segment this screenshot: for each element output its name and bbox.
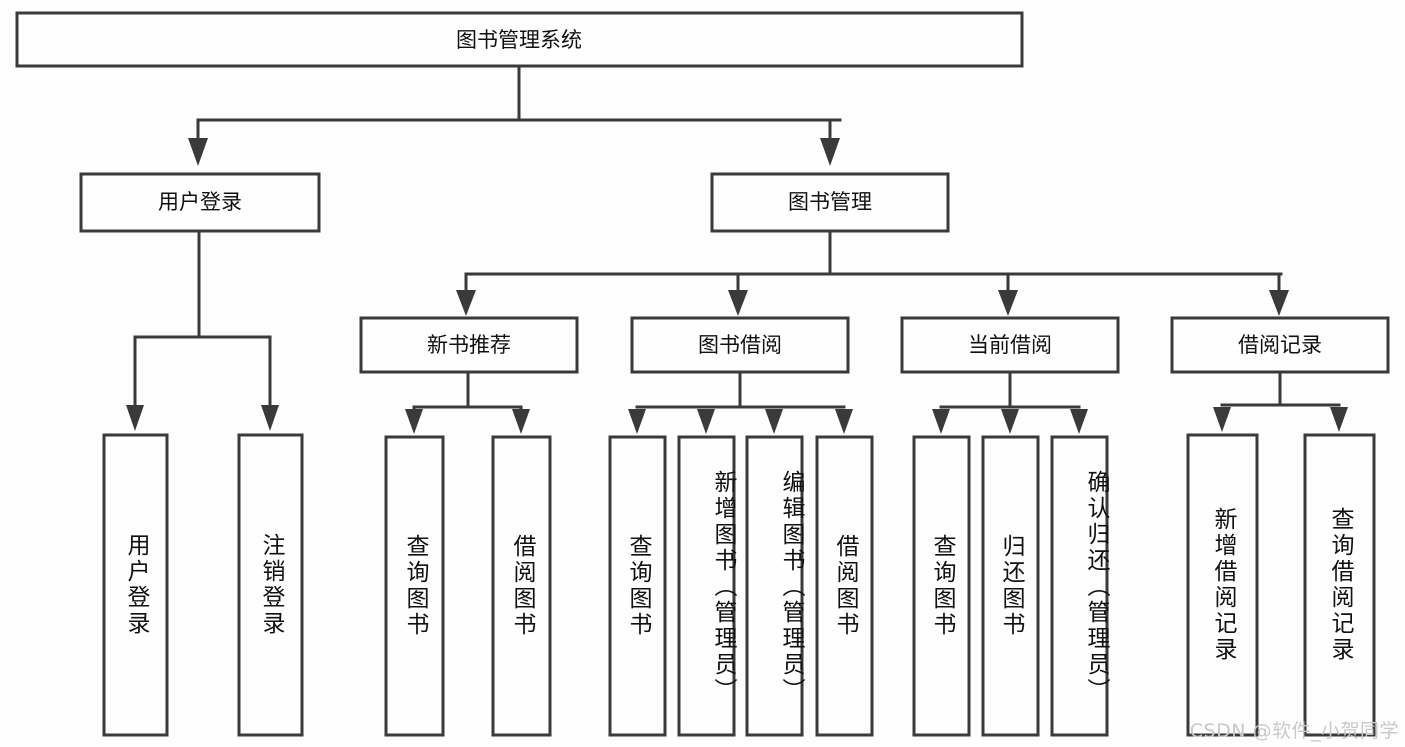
arrow-head-book-manage bbox=[820, 138, 840, 166]
node-box-book-manage[interactable] bbox=[710, 172, 950, 233]
node-box-current-borrow[interactable] bbox=[900, 316, 1120, 374]
leaf-box-ul-1[interactable] bbox=[102, 433, 169, 737]
csdn-watermark: CSDN @软件_小贺同学 bbox=[1189, 720, 1399, 742]
node-box-root[interactable] bbox=[15, 11, 1024, 68]
leaf-box-cb-1[interactable] bbox=[912, 435, 971, 737]
node-label-root: 图书管理系统 bbox=[456, 28, 582, 52]
arrow-head-leaf-ul-1 bbox=[126, 405, 144, 431]
arrow-head-leaf-nb-2 bbox=[512, 409, 530, 434]
leaf-box-nb-1[interactable] bbox=[384, 435, 445, 737]
leaf-box-bb-2[interactable] bbox=[677, 435, 736, 737]
leaf-box-bb-3[interactable] bbox=[745, 435, 804, 737]
connector-group-root-to-level2 bbox=[188, 64, 842, 166]
arrow-head-leaf-ul-2 bbox=[261, 405, 279, 431]
node-box-user-login[interactable] bbox=[79, 172, 321, 233]
leaf-box-bb-4[interactable] bbox=[815, 435, 874, 737]
arrow-head-book-borrow bbox=[728, 290, 748, 316]
node-label-current-borrow: 当前借阅 bbox=[968, 333, 1052, 357]
connector-group-current-borrow-to-leaves bbox=[932, 371, 1088, 434]
arrow-head-leaf-bb-3 bbox=[765, 409, 783, 434]
node-box-borrow-record[interactable] bbox=[1170, 316, 1390, 374]
node-label-new-book-recommend: 新书推荐 bbox=[427, 333, 511, 357]
connector-group-borrow-record-to-leaves bbox=[1213, 371, 1348, 432]
node-box-new-book-recommend[interactable] bbox=[359, 316, 579, 374]
connector-group-book-manage-to-level3 bbox=[456, 230, 1289, 316]
node-label-user-login: 用户登录 bbox=[158, 190, 242, 214]
arrow-head-leaf-nb-1 bbox=[405, 409, 423, 434]
leaf-box-nb-2[interactable] bbox=[491, 435, 552, 737]
leaf-box-br-1[interactable] bbox=[1186, 433, 1259, 737]
leaf-box-ul-2[interactable] bbox=[237, 433, 304, 737]
arrow-head-leaf-bb-2 bbox=[697, 409, 715, 434]
connector-group-user-login-to-leaves bbox=[126, 230, 279, 431]
connector-group-new-book-to-leaves bbox=[405, 371, 530, 434]
leaf-box-br-2[interactable] bbox=[1303, 433, 1376, 737]
arrow-head-leaf-cb-3 bbox=[1070, 409, 1088, 434]
arrow-head-user-login bbox=[188, 138, 208, 166]
arrow-head-leaf-cb-1 bbox=[932, 409, 950, 434]
leaf-box-cb-3[interactable] bbox=[1050, 435, 1109, 737]
arrow-head-current-borrow bbox=[998, 290, 1018, 316]
arrow-head-leaf-cb-2 bbox=[1001, 409, 1019, 434]
arrow-head-borrow-record bbox=[1269, 290, 1289, 316]
connector-group-book-borrow-to-leaves bbox=[628, 371, 853, 434]
arrow-head-leaf-bb-4 bbox=[835, 409, 853, 434]
node-label-book-borrow: 图书借阅 bbox=[698, 333, 782, 357]
arrow-head-leaf-br-1 bbox=[1213, 407, 1231, 432]
leaf-box-bb-1[interactable] bbox=[608, 435, 667, 737]
leaf-box-cb-2[interactable] bbox=[981, 435, 1040, 737]
arrow-head-leaf-br-2 bbox=[1330, 407, 1348, 432]
arrow-head-leaf-bb-1 bbox=[628, 409, 646, 434]
node-label-book-manage: 图书管理 bbox=[788, 190, 872, 214]
arrow-head-new-book bbox=[456, 290, 476, 316]
node-label-borrow-record: 借阅记录 bbox=[1238, 333, 1322, 357]
node-box-book-borrow[interactable] bbox=[630, 316, 850, 374]
